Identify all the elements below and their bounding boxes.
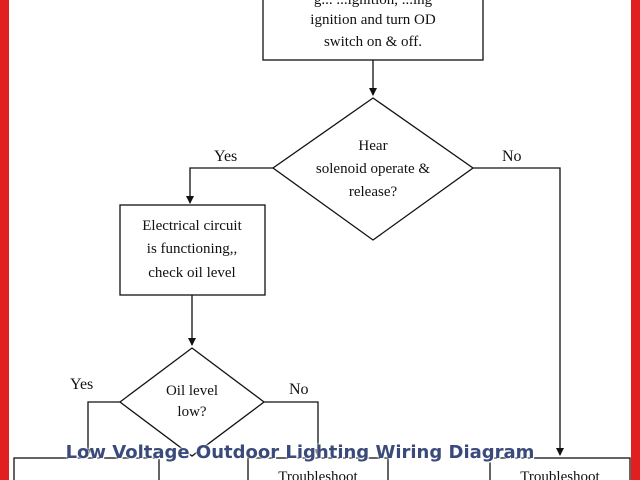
bottom-left-box: [13, 457, 160, 480]
oil-yes-label: Yes: [70, 376, 93, 393]
top-box-line1: g... ...ignition, ...ing: [314, 0, 433, 8]
troubleshoot-right-label: Troubleshoot: [520, 469, 600, 480]
top-process-box: g... ...ignition, ...ing ignition and tu…: [262, 0, 484, 61]
electrical-line3: check oil level: [148, 265, 235, 281]
electrical-circuit-box: Electrical circuit is functioning,, chec…: [119, 204, 266, 296]
edge-oil-no: [264, 401, 322, 457]
solenoid-line2: solenoid operate &: [316, 161, 430, 177]
oil-line2: low?: [177, 404, 207, 420]
solenoid-line3: release?: [349, 184, 398, 200]
top-box-line2: ignition and turn OD: [310, 12, 436, 28]
edge-oil-yes: [84, 401, 120, 457]
edge-solenoid-yes: [186, 167, 273, 204]
electrical-line1: Electrical circuit: [142, 218, 242, 234]
watermark-caption: Low Voltage Outdoor Lighting Wiring Diag…: [65, 442, 535, 463]
edge-solenoid-no: [473, 167, 564, 456]
electrical-line2: is functioning,,: [147, 241, 237, 257]
solenoid-decision-diamond: Hear solenoid operate & release?: [271, 97, 475, 241]
troubleshoot-mid-box: Troubleshoot: [247, 457, 389, 480]
top-box-line3: switch on & off.: [324, 34, 422, 50]
solenoid-yes-label: Yes: [214, 148, 237, 165]
solenoid-line1: Hear: [358, 138, 387, 154]
troubleshoot-right-box: Troubleshoot: [489, 457, 631, 480]
troubleshoot-mid-label: Troubleshoot: [278, 469, 358, 480]
oil-level-decision-diamond: Oil level low?: [118, 347, 266, 457]
oil-no-label: No: [289, 381, 309, 398]
solenoid-no-label: No: [502, 148, 522, 165]
oil-line1: Oil level: [166, 383, 218, 399]
